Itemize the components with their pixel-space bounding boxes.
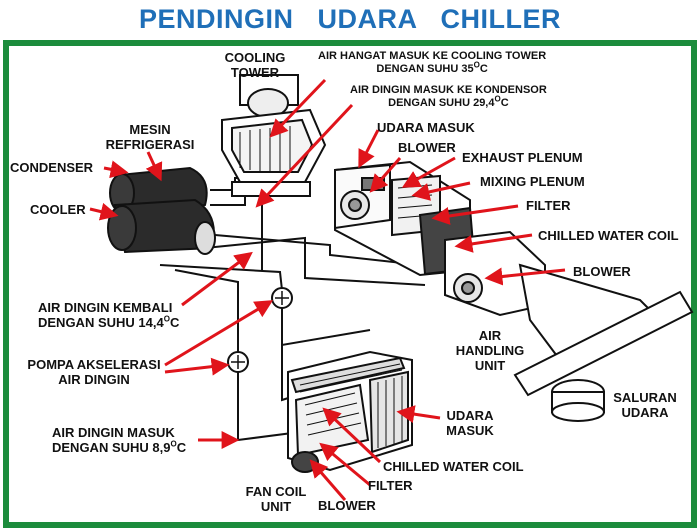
label-filter-bottom: FILTER (368, 478, 413, 493)
label-air-dingin-kondensor: AIR DINGIN MASUK KE KONDENSOR DENGAN SUH… (350, 84, 547, 110)
label-ahu-line3: UNIT (474, 358, 506, 373)
label-air-handling-unit: AIR HANDLING UNIT (455, 328, 525, 373)
label-air-hangat-temp: DENGAN SUHU 35 (376, 63, 474, 75)
label-blower-bottom: BLOWER (318, 498, 376, 513)
label-filter-top: FILTER (526, 198, 571, 213)
label-fan-coil-unit: FAN COIL UNIT (236, 484, 316, 514)
label-air-hangat-line1: AIR HANGAT MASUK KE COOLING TOWER (318, 50, 547, 62)
label-masuk-line1: AIR DINGIN MASUK (52, 425, 175, 440)
label-mesin-refrigerasi: MESIN REFRIGERASI (95, 122, 205, 152)
refrigeration-machine (107, 166, 216, 255)
label-exhaust-plenum: EXHAUST PLENUM (462, 150, 583, 165)
cooling-tower (221, 74, 327, 197)
label-blower-top: BLOWER (398, 140, 456, 155)
label-saluran-udara: SALURAN UDARA (610, 390, 680, 420)
diagram-title: PENDINGIN UDARA CHILLER (138, 4, 561, 34)
label-kondensor-degree: O (494, 94, 501, 104)
label-condenser: CONDENSER (10, 160, 94, 175)
label-masuk-unit: C (176, 440, 187, 455)
label-udara-masuk-line1: UDARA (446, 408, 494, 423)
label-udara-masuk-bottom: UDARA MASUK (440, 408, 500, 438)
label-air-hangat-degree: O (473, 60, 480, 70)
label-ahu-line2: HANDLING (455, 343, 525, 358)
label-kembali-degree: O (163, 314, 170, 324)
label-blower-right: BLOWER (573, 264, 631, 279)
label-masuk-degree: O (170, 439, 177, 449)
label-pompa-line2: AIR DINGIN (58, 372, 130, 387)
label-udara-masuk-top: UDARA MASUK (377, 120, 475, 135)
label-saluran-line2: UDARA (621, 405, 669, 420)
label-mesin-line2: REFRIGERASI (105, 137, 195, 152)
label-chilled-water-coil-bottom: CHILLED WATER COIL (383, 459, 524, 474)
label-cooling-tower: COOLING TOWER (215, 50, 295, 80)
label-chilled-water-coil-top: CHILLED WATER COIL (538, 228, 679, 243)
acceleration-pumps (227, 287, 293, 373)
label-saluran-line1: SALURAN (613, 390, 677, 405)
label-mesin-line1: MESIN (129, 122, 171, 137)
label-cooler: COOLER (30, 202, 86, 217)
label-fcu-line1: FAN COIL (245, 484, 307, 499)
label-fcu-line2: UNIT (260, 499, 292, 514)
label-pompa-akselerasi: POMPA AKSELERASI AIR DINGIN (24, 357, 164, 387)
label-mixing-plenum: MIXING PLENUM (480, 174, 585, 189)
fan-coil-unit (287, 350, 413, 473)
label-air-hangat: AIR HANGAT MASUK KE COOLING TOWER DENGAN… (318, 50, 546, 76)
label-kembali-unit: C (169, 315, 180, 330)
air-duct (513, 290, 694, 422)
label-air-hangat-unit: C (479, 63, 488, 75)
label-cooling-tower-line1: COOLING (224, 50, 286, 65)
callout-arrows (89, 78, 566, 501)
label-kembali-temp: DENGAN SUHU 14,4 (38, 315, 164, 330)
label-kondensor-line1: AIR DINGIN MASUK KE KONDENSOR (350, 84, 547, 96)
label-ahu-line1: AIR (478, 328, 502, 343)
label-kondensor-unit: C (500, 97, 509, 109)
label-masuk-temp: DENGAN SUHU 8,9 (52, 440, 171, 455)
label-cooling-tower-line2: TOWER (230, 65, 280, 80)
label-pompa-line1: POMPA AKSELERASI (27, 357, 161, 372)
label-air-dingin-kembali: AIR DINGIN KEMBALI DENGAN SUHU 14,4OC (38, 300, 179, 330)
label-air-dingin-masuk: AIR DINGIN MASUK DENGAN SUHU 8,9OC (52, 425, 186, 455)
label-kondensor-temp: DENGAN SUHU 29,4 (388, 97, 495, 109)
label-udara-masuk-line2: MASUK (446, 423, 494, 438)
label-kembali-line1: AIR DINGIN KEMBALI (38, 300, 173, 315)
